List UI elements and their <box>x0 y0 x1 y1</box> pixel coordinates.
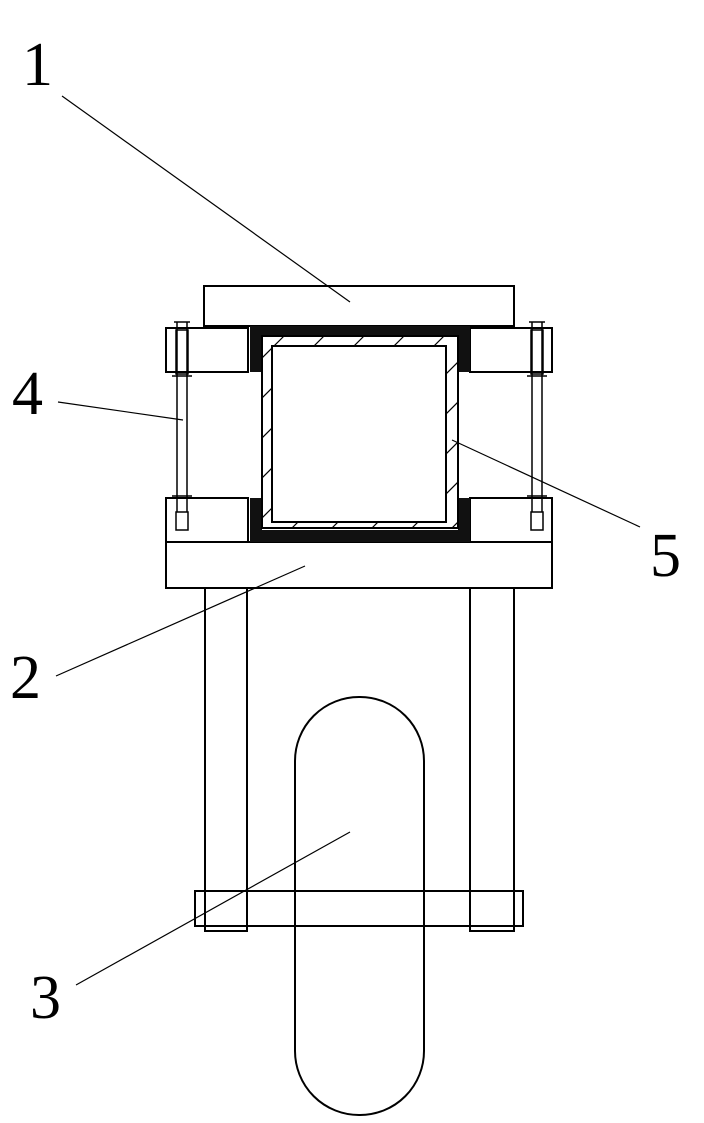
label-part-4: 4 <box>12 360 43 428</box>
upper-right-clamp <box>469 327 553 373</box>
label-part-5: 5 <box>650 522 681 590</box>
label-part-3: 3 <box>30 964 61 1032</box>
leader-4 <box>57 401 184 421</box>
label-part-2: 2 <box>10 644 41 712</box>
leader-1 <box>61 95 351 303</box>
lower-left-clamp <box>165 497 249 543</box>
base-plate <box>165 541 553 589</box>
right-bolt <box>527 321 547 531</box>
left-leg <box>204 587 248 932</box>
leader-3 <box>75 831 351 986</box>
top-plate <box>203 285 515 327</box>
lower-right-clamp <box>469 497 553 543</box>
left-bolt <box>172 321 192 531</box>
wheel <box>294 696 425 1116</box>
square-tube <box>261 335 459 529</box>
corner-welds <box>250 326 470 542</box>
leader-5 <box>451 439 641 528</box>
leader-2 <box>55 565 306 677</box>
label-part-1: 1 <box>22 31 53 99</box>
upper-left-clamp <box>165 327 249 373</box>
right-leg <box>469 587 515 932</box>
